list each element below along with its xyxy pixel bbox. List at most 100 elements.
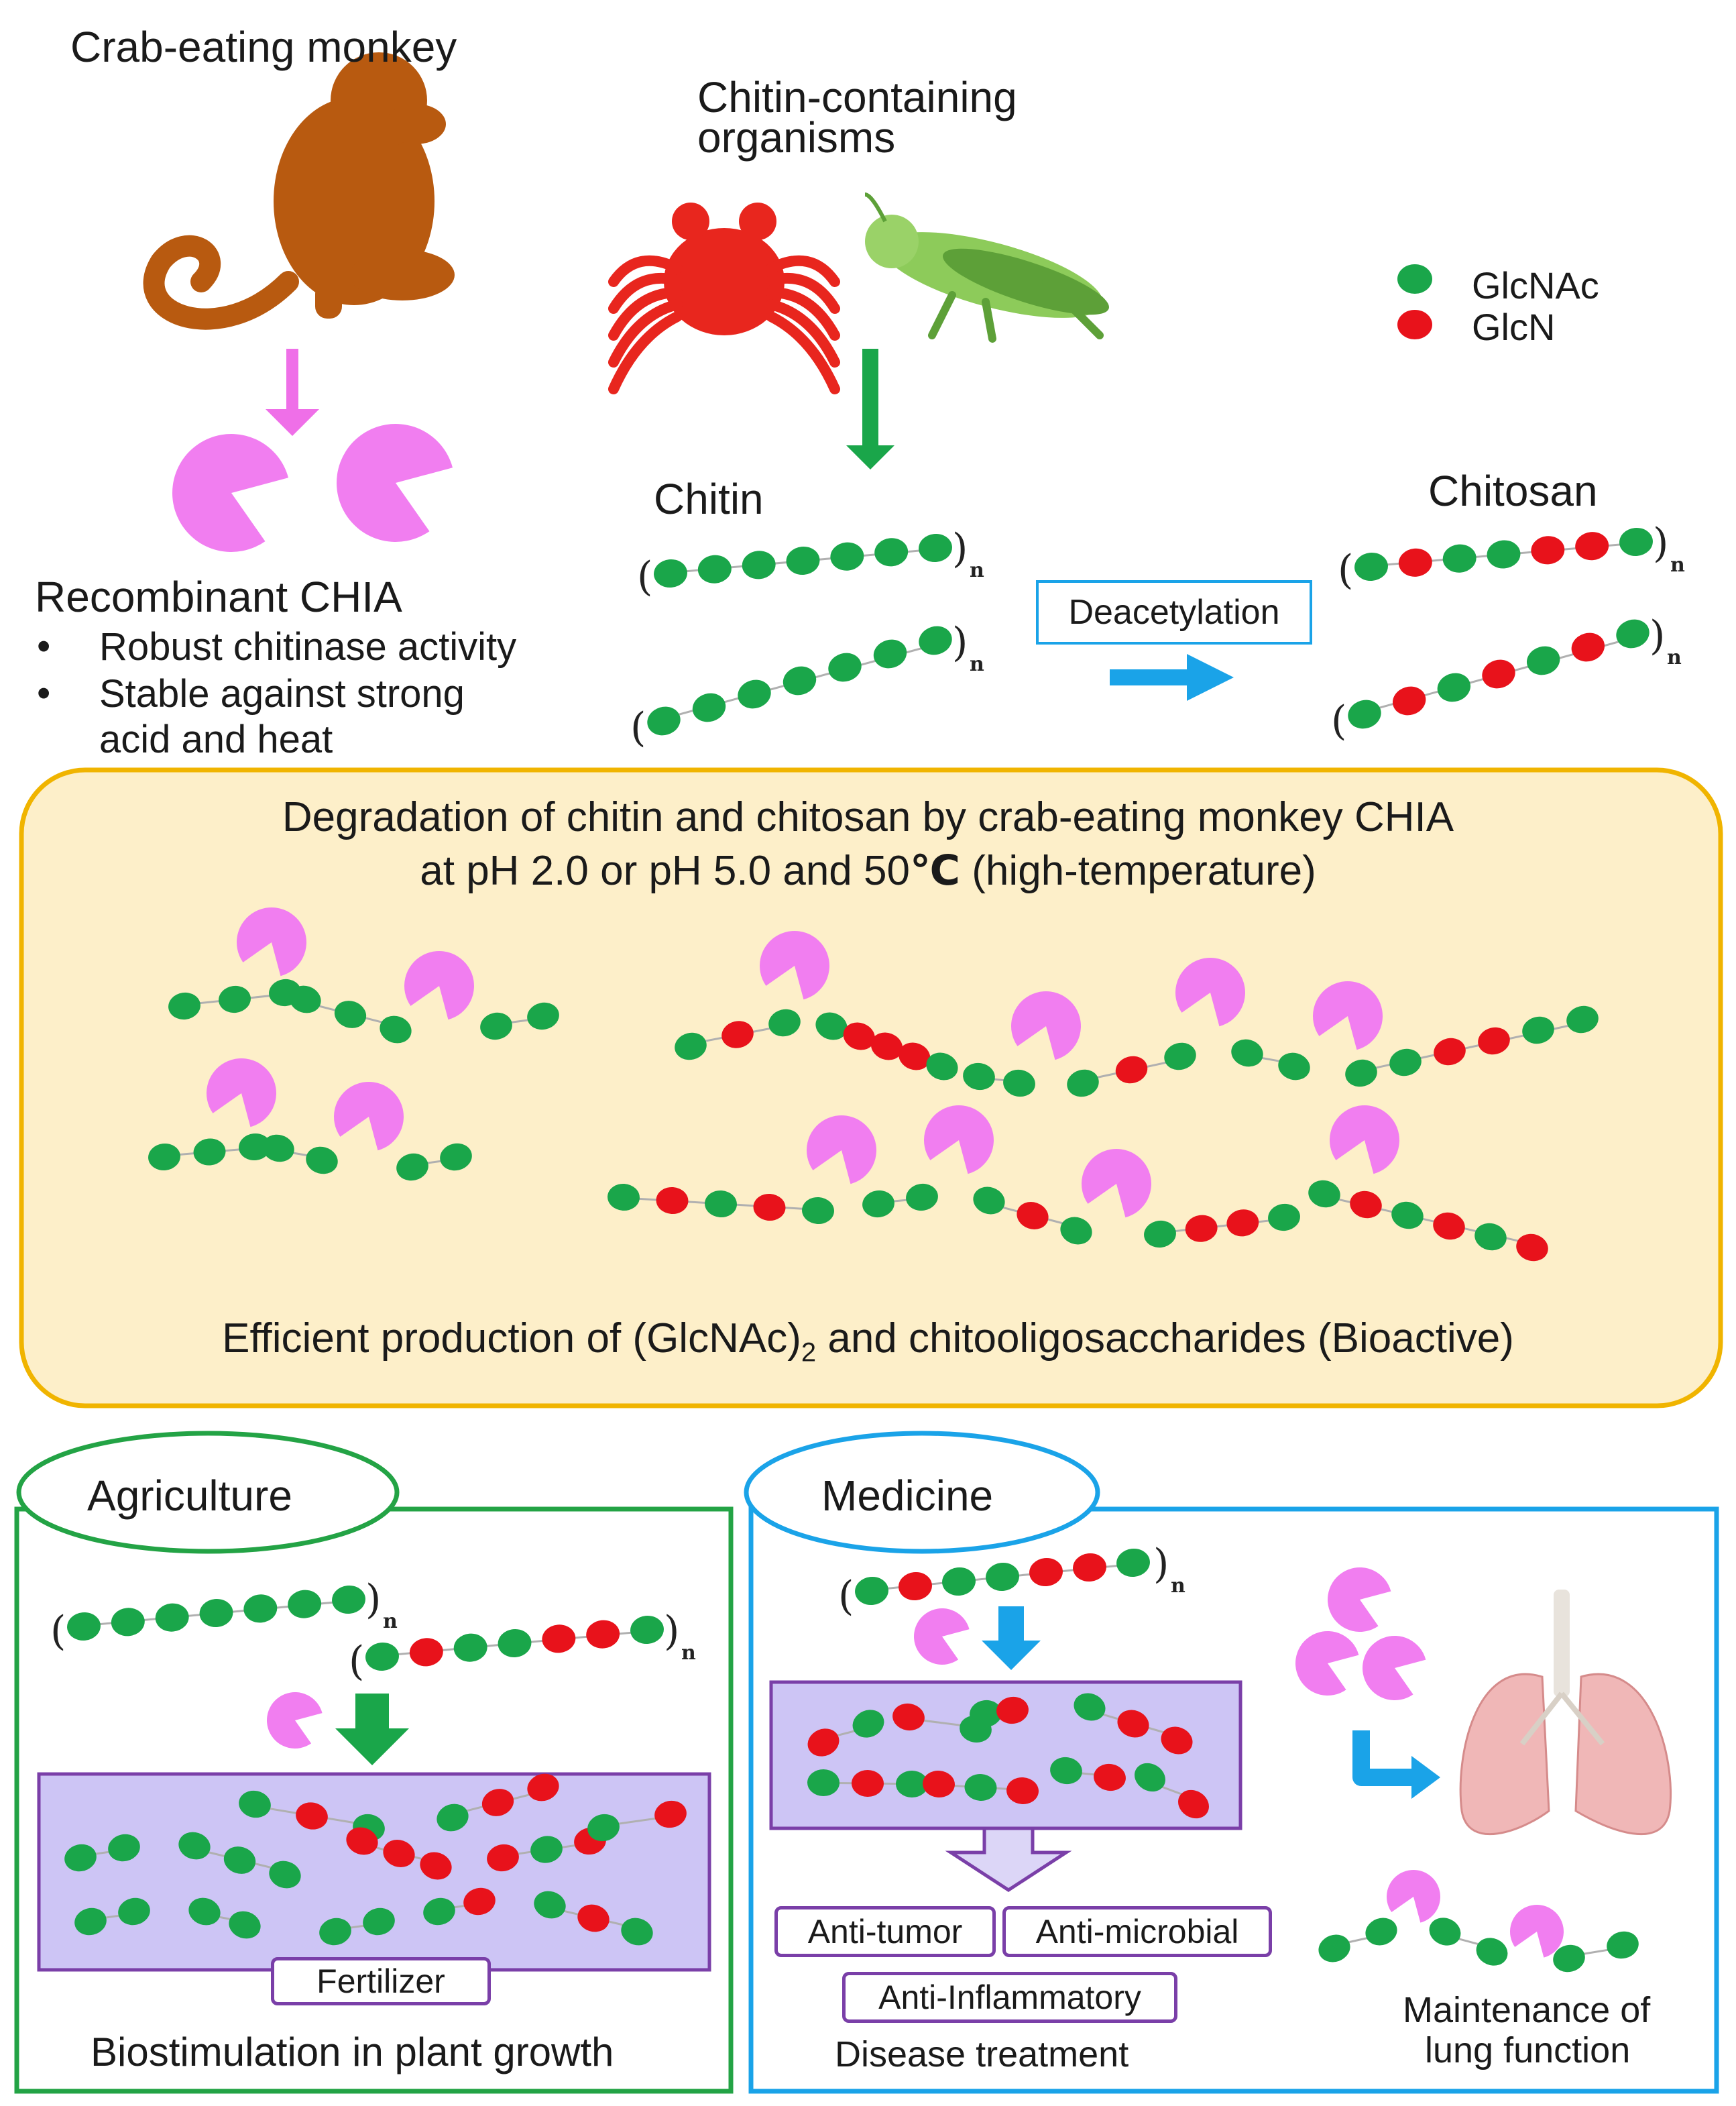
medicine-caption-left: Disease treatment — [835, 2034, 1129, 2074]
glcnac-unit — [692, 693, 726, 722]
glcnac-unit — [705, 1190, 737, 1218]
crab-leg-right — [766, 299, 840, 368]
recombinant-title: Recombinant CHIA — [35, 573, 402, 621]
close-paren: ) — [1650, 612, 1665, 659]
glcn-unit — [996, 1696, 1029, 1724]
chitosan-upper-brackets: ()n — [1338, 520, 1685, 594]
chia-enzyme-icon — [760, 931, 829, 1000]
oligo-fragment — [1318, 1918, 1397, 1962]
fertilizer-label: Fertilizer — [316, 1962, 445, 2000]
glcnac-unit — [621, 1918, 653, 1946]
glcn-unit — [892, 1703, 925, 1731]
glcn-unit — [383, 1840, 415, 1867]
glcnac-unit — [365, 1642, 399, 1671]
glcn-unit — [1017, 1202, 1049, 1229]
chain-backbone — [1346, 1018, 1598, 1076]
glcnac-unit — [697, 555, 732, 584]
oligo-fragment — [1553, 1931, 1639, 1973]
grasshopper-antenna — [864, 192, 887, 223]
glcnac-unit — [768, 1009, 801, 1037]
glcnac-unit — [188, 1897, 221, 1926]
bullet-dot-1: • — [37, 624, 51, 668]
agri-chitin-brackets: ()n — [50, 1576, 398, 1655]
glcnac-unit — [1553, 1944, 1585, 1973]
chia-enzyme-icon — [1313, 981, 1383, 1050]
trachea — [1554, 1590, 1570, 1697]
crab-leg-left — [608, 255, 683, 287]
glcnac-unit — [332, 1585, 365, 1614]
glcnac-unit — [1318, 1934, 1350, 1962]
product-fragment — [423, 1887, 496, 1926]
med-degradation-arrow — [982, 1606, 1041, 1670]
glcn-unit — [899, 1571, 932, 1601]
agriculture-caption: Biostimulation in plant growth — [91, 2030, 614, 2074]
glcnac-unit — [675, 1032, 707, 1060]
glcnac-unit — [306, 1146, 338, 1174]
glcn-unit — [923, 1770, 955, 1798]
chia-enzyme-icon — [924, 1105, 994, 1174]
chia-enzyme-icon — [1328, 1567, 1391, 1632]
fragment-chain — [1345, 1005, 1599, 1087]
glcnac-unit — [118, 1897, 150, 1926]
glcnac-unit — [380, 1015, 412, 1044]
glcnac-unit — [964, 1773, 997, 1802]
fragment-chain — [262, 1134, 338, 1174]
glcnac-unit — [440, 1143, 472, 1171]
glcn-unit — [296, 1802, 328, 1830]
glcnac-unit — [942, 1567, 976, 1596]
glcnac-unit — [229, 1911, 261, 1939]
chia-enzyme-icon — [1011, 991, 1082, 1060]
glcnac-unit — [239, 1133, 271, 1161]
repeat-subscript: n — [1670, 553, 1685, 577]
close-paren: ) — [952, 525, 968, 572]
degradation-title-unit: ℃ — [909, 848, 961, 894]
arrow-shaft — [998, 1606, 1024, 1641]
arrow-shaft — [862, 349, 878, 445]
glcn-unit — [753, 1193, 786, 1221]
glcn-unit — [1478, 1027, 1510, 1055]
product-fragment — [239, 1790, 385, 1842]
open-paren: ( — [1331, 698, 1346, 744]
glcnac-unit — [1003, 1069, 1035, 1097]
product-fragment — [587, 1800, 687, 1842]
chia-enzyme-icon — [334, 1081, 404, 1151]
chia-enzyme-icon — [807, 1115, 877, 1184]
glcn-unit — [1531, 536, 1565, 565]
fertilizer-box: Fertilizer — [271, 1957, 491, 2005]
chitosan-chain-lower — [1348, 619, 1650, 729]
fragment-chain — [168, 979, 301, 1020]
crab-leg-right — [766, 272, 840, 314]
recombinant-bullet-1: Robust chitinase activity — [99, 625, 517, 669]
glcnac-unit — [970, 1700, 1002, 1728]
monkey-muzzle — [386, 104, 446, 144]
glcnac-unit — [1476, 1938, 1508, 1966]
repeat-subscript: n — [1667, 646, 1682, 669]
glcnac-unit — [1060, 1217, 1092, 1245]
fragment-chain — [862, 1183, 938, 1218]
glcnac-unit — [108, 1834, 140, 1862]
glcn-unit — [1117, 1710, 1149, 1738]
repeat-subscript: n — [970, 559, 984, 582]
glcn-unit — [1226, 1209, 1259, 1237]
arrow-outline — [945, 1826, 1072, 1892]
legend-glcn-dot — [1397, 310, 1432, 339]
glcn-unit — [577, 1904, 610, 1932]
chia-enzyme-icon — [1509, 1905, 1564, 1958]
organisms-to-chitin-arrow — [846, 349, 894, 469]
arrow-shaft — [286, 349, 298, 409]
glcnac-unit — [199, 1598, 233, 1628]
chia-enzyme-icon — [236, 907, 306, 977]
glcnac-unit — [243, 1594, 278, 1623]
glcn-unit — [1575, 532, 1609, 561]
organisms-label: Chitin-containing organisms — [697, 73, 1017, 162]
grasshopper-icon — [864, 192, 1109, 343]
glcn-unit — [1029, 1557, 1063, 1587]
glcnac-unit — [852, 1710, 884, 1738]
chitin-upper-brackets: ()n — [637, 525, 984, 600]
fragment-chain — [289, 985, 412, 1044]
chia-enzyme-icon — [267, 1692, 323, 1749]
chia-enzyme-icon — [404, 951, 475, 1020]
agriculture-tab — [16, 1431, 400, 1554]
glcnac-unit — [1616, 619, 1650, 649]
close-paren: ) — [1153, 1541, 1169, 1588]
